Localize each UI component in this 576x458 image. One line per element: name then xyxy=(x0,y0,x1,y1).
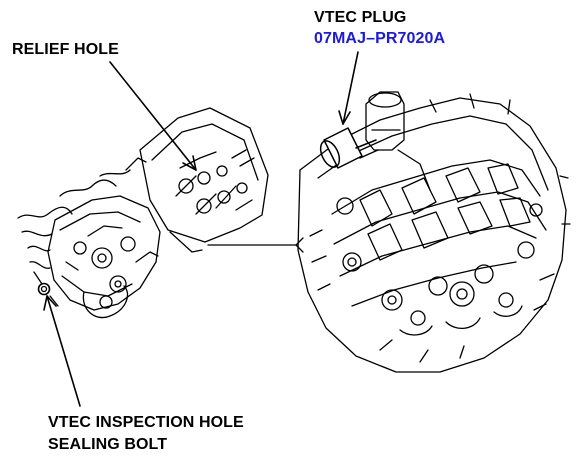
inspection-hole-label-line2: SEALING BOLT xyxy=(48,436,168,453)
vtec-plug-label: VTEC PLUG xyxy=(314,9,407,26)
vtec-plug-tool xyxy=(319,127,379,169)
vtec-plug-part-number: 07MAJ–PR7020A xyxy=(314,30,446,47)
connector-line xyxy=(207,237,304,253)
inspection-hole-label-line1: VTEC INSPECTION HOLE xyxy=(48,414,244,431)
right-engine-assembly xyxy=(297,91,571,373)
relief-hole-label: RELIEF HOLE xyxy=(12,41,119,58)
leader-lines xyxy=(43,51,359,407)
left-engine-assembly xyxy=(17,107,269,319)
